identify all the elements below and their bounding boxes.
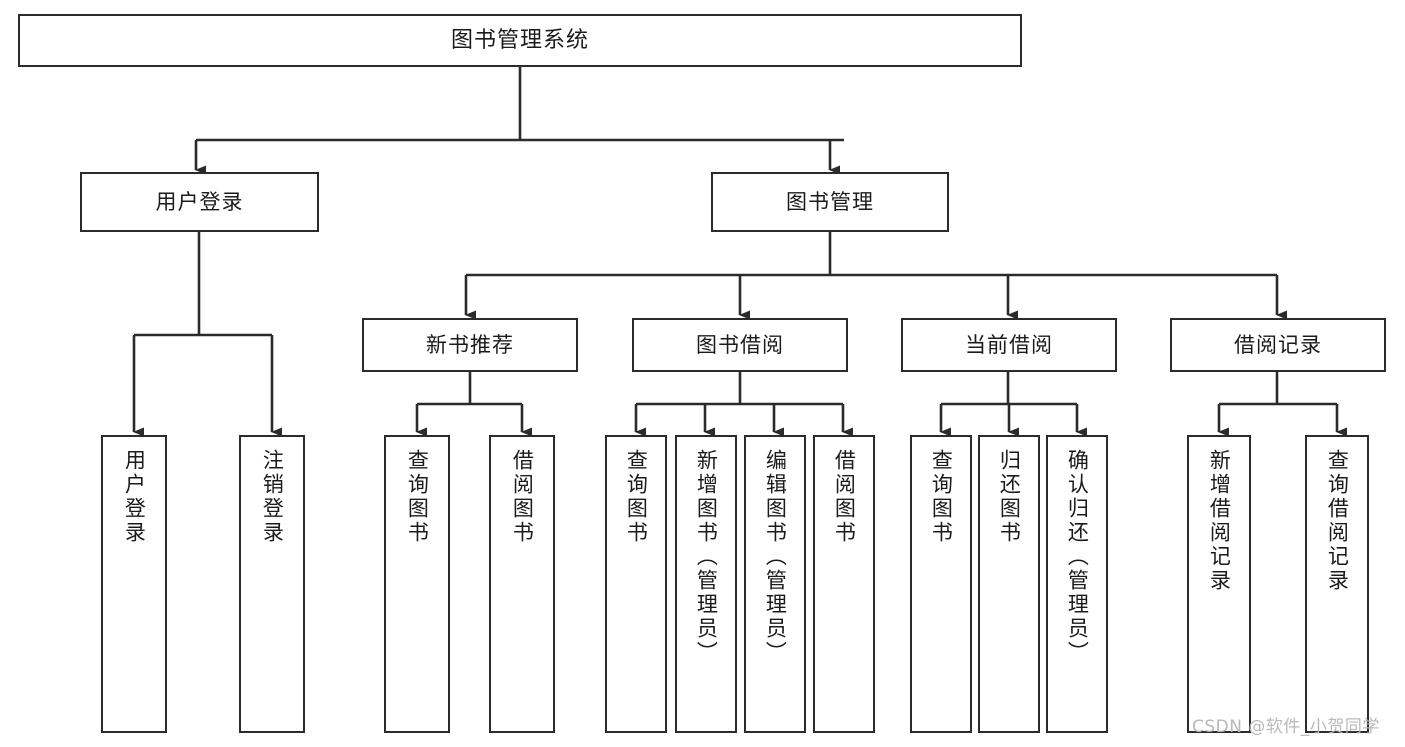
leaf-add-borrow-record[interactable]: 新增借阅记录 <box>1187 435 1251 733</box>
leaf-user-login[interactable]: 用户登录 <box>101 435 167 733</box>
node-borrow-record-label: 借阅记录 <box>1234 332 1322 357</box>
leaf-query-book-borrow[interactable]: 查询图书 <box>605 435 667 733</box>
node-root[interactable]: 图书管理系统 <box>18 14 1022 67</box>
leaf-borrow-book[interactable]: 借阅图书 <box>813 435 875 733</box>
leaf-confirm-return-label: 确认归还（管理员） <box>1065 449 1090 665</box>
leaf-query-book-recommendation-label: 查询图书 <box>405 449 430 545</box>
leaf-query-borrow-record[interactable]: 查询借阅记录 <box>1305 435 1369 733</box>
leaf-query-borrow-record-label: 查询借阅记录 <box>1325 449 1350 593</box>
leaf-add-book[interactable]: 新增图书（管理员） <box>675 435 737 733</box>
leaf-query-book-borrow-label: 查询图书 <box>624 449 649 545</box>
node-current-borrow-label: 当前借阅 <box>965 332 1053 357</box>
csdn-watermark: CSDN @软件_小贺同学 <box>1192 717 1380 737</box>
leaf-logout-label: 注销登录 <box>260 449 285 545</box>
node-current-borrow[interactable]: 当前借阅 <box>901 318 1117 372</box>
leaf-query-book-current-label: 查询图书 <box>929 449 954 545</box>
node-book-manage[interactable]: 图书管理 <box>711 172 949 232</box>
node-new-book-recommendation[interactable]: 新书推荐 <box>362 318 578 372</box>
node-user-login-label: 用户登录 <box>155 189 244 214</box>
leaf-add-book-label: 新增图书（管理员） <box>694 449 719 665</box>
leaf-logout[interactable]: 注销登录 <box>239 435 305 733</box>
leaf-query-book-current[interactable]: 查询图书 <box>910 435 972 733</box>
node-book-manage-label: 图书管理 <box>786 189 874 214</box>
leaf-borrow-book-recommendation[interactable]: 借阅图书 <box>489 435 555 733</box>
leaf-confirm-return[interactable]: 确认归还（管理员） <box>1046 435 1108 733</box>
node-new-book-recommendation-label: 新书推荐 <box>426 332 514 357</box>
leaf-return-book-label: 归还图书 <box>997 449 1022 545</box>
leaf-borrow-book-recommendation-label: 借阅图书 <box>510 449 535 545</box>
leaf-edit-book-label: 编辑图书（管理员） <box>763 449 788 665</box>
leaf-edit-book[interactable]: 编辑图书（管理员） <box>744 435 806 733</box>
node-user-login[interactable]: 用户登录 <box>80 172 319 232</box>
leaf-borrow-book-label: 借阅图书 <box>832 449 857 545</box>
leaf-return-book[interactable]: 归还图书 <box>978 435 1040 733</box>
node-book-borrow-label: 图书借阅 <box>696 332 784 357</box>
leaf-query-book-recommendation[interactable]: 查询图书 <box>384 435 450 733</box>
leaf-user-login-label: 用户登录 <box>122 449 147 545</box>
node-book-borrow[interactable]: 图书借阅 <box>632 318 848 372</box>
leaf-add-borrow-record-label: 新增借阅记录 <box>1207 449 1232 593</box>
node-root-label: 图书管理系统 <box>450 27 589 53</box>
node-borrow-record[interactable]: 借阅记录 <box>1170 318 1386 372</box>
